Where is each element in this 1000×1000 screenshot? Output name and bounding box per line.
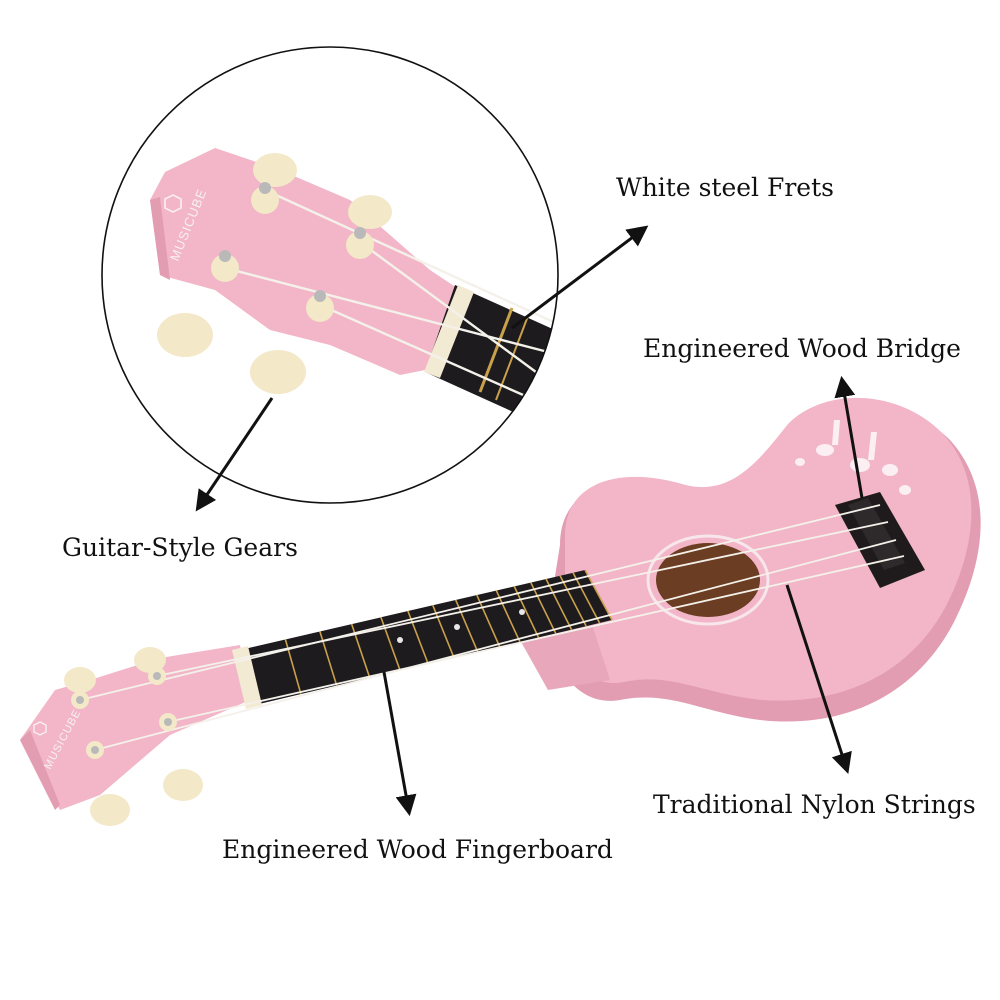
ukulele: MUSICUBE — [20, 397, 981, 826]
headstock — [20, 645, 250, 810]
fret — [513, 586, 540, 638]
string — [94, 539, 897, 751]
ukulele-body — [565, 397, 972, 701]
tuner-button — [163, 769, 203, 801]
fret — [454, 599, 479, 653]
callout-fingerboard: Engineered Wood Fingerboard — [222, 835, 613, 864]
arrow-icon — [511, 225, 649, 330]
arrow-icon — [834, 375, 864, 499]
strings — [79, 504, 905, 751]
arrow-icon — [785, 584, 852, 774]
string — [167, 555, 905, 723]
fret — [572, 572, 601, 624]
string — [156, 521, 889, 677]
tuner-button — [90, 794, 130, 826]
fret — [545, 578, 573, 630]
fret — [476, 594, 501, 647]
string — [79, 504, 881, 701]
arrow-icon — [195, 397, 274, 512]
tuners — [64, 647, 203, 826]
fret-dot — [519, 609, 525, 615]
tuner-button — [134, 647, 166, 673]
fret — [559, 575, 587, 627]
fret — [584, 569, 613, 621]
cube-logo-icon — [33, 721, 47, 736]
tuner-button — [64, 667, 96, 693]
magnifier-circle-icon: MUSICUBE — [101, 46, 559, 504]
callout-frets: White steel Frets — [616, 173, 834, 202]
saddle — [848, 498, 905, 570]
headstock-closeup: MUSICUBE — [150, 148, 558, 415]
soundhole-ring — [646, 534, 770, 626]
fret-dot — [454, 624, 460, 630]
callout-bridge: Engineered Wood Bridge — [643, 334, 961, 363]
fret — [495, 590, 521, 643]
callout-strings: Traditional Nylon Strings — [653, 790, 976, 819]
music-notes-decoration — [795, 420, 911, 495]
soundhole — [656, 543, 760, 617]
callout-gears: Guitar-Style Gears — [62, 533, 298, 562]
fret-dot — [397, 637, 403, 643]
arrow-icon — [382, 671, 417, 817]
fret — [530, 582, 557, 634]
